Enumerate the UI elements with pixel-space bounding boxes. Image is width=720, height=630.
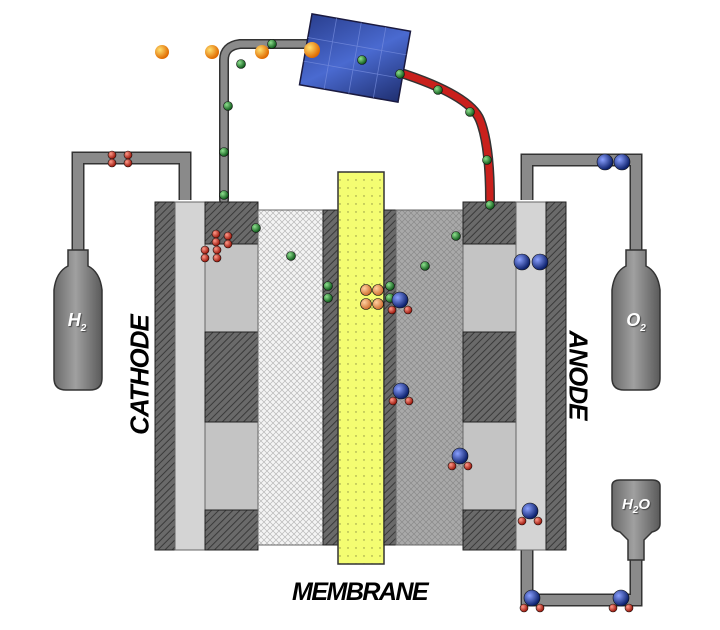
negative-wire [219,39,315,205]
proton [360,284,372,296]
electron [219,190,229,200]
water-oxygen [612,589,630,607]
hydrogen-atom [107,158,117,168]
anode-diffusion-layer [395,209,464,546]
oxygen-atom [613,153,631,171]
water-oxygen [391,291,409,309]
electron [465,107,475,117]
water-hydrogen [404,396,414,406]
oxygen-tank [611,249,661,391]
hydrogen-tank [53,249,103,391]
electron [482,155,492,165]
proton [360,298,372,310]
water-hydrogen [447,461,457,471]
water-hydrogen [533,516,543,526]
electrolysis-cell [154,171,567,565]
water-oxygen [392,382,410,400]
hydrogen-atom [211,229,221,239]
proton [372,284,384,296]
water-hydrogen [387,305,397,315]
water-oxygen [451,447,469,465]
anode-label: ANODE [563,330,594,420]
electron [357,55,367,65]
water-molecule-icon [387,291,634,613]
electron-icon [219,39,495,303]
electron [323,293,333,303]
electron [420,261,430,271]
photon-icon [155,42,320,59]
water-hydrogen [535,603,545,613]
water-hydrogen [517,516,527,526]
hydrogen-atom [223,239,233,249]
electron [451,231,461,241]
water-tank-label: H2O [621,496,651,516]
electron [395,69,405,79]
oxygen-atom [531,253,549,271]
water-hydrogen [608,603,618,613]
water-hydrogen [388,396,398,406]
oxygen-tank-label: O2 [626,310,646,334]
membrane [337,171,385,565]
electron [223,101,233,111]
electron [286,251,296,261]
oxygen-atom [596,153,614,171]
electron [267,39,277,49]
water-tank [611,479,661,561]
electron [251,223,261,233]
proton [372,298,384,310]
oxygen-atom [513,253,531,271]
hydrogen-atom [200,245,210,255]
water-oxygen [521,502,539,520]
hydrogen-atom [211,237,221,247]
water-hydrogen [519,603,529,613]
electron [323,281,333,291]
hydrogen-atom [200,253,210,263]
cathode-end-plate [154,201,176,551]
water-hydrogen [624,603,634,613]
hydrogen-atom [212,253,222,263]
hydrogen-atom [123,158,133,168]
hydrogen-atom [223,231,233,241]
electron [385,281,395,291]
electron [219,147,229,157]
hydrogen-atom-icon [107,150,384,310]
membrane-label: MEMBRANE [292,578,429,606]
hydrogen-atom [212,245,222,255]
hydrogen-tank-label: H2 [67,310,87,334]
electron [485,200,495,210]
water-hydrogen [403,305,413,315]
cathode-label: CATHODE [124,315,155,435]
oxygen-atom-icon [513,153,631,271]
solar-panel-icon [298,12,412,104]
cathode-diffusion-layer [257,209,324,546]
hydrogen-atom [123,150,133,160]
anode-end-plate [545,201,567,551]
electron [236,59,246,69]
electron [433,85,443,95]
hydrogen-atom [107,150,117,160]
water-hydrogen [463,461,473,471]
water-oxygen [523,589,541,607]
